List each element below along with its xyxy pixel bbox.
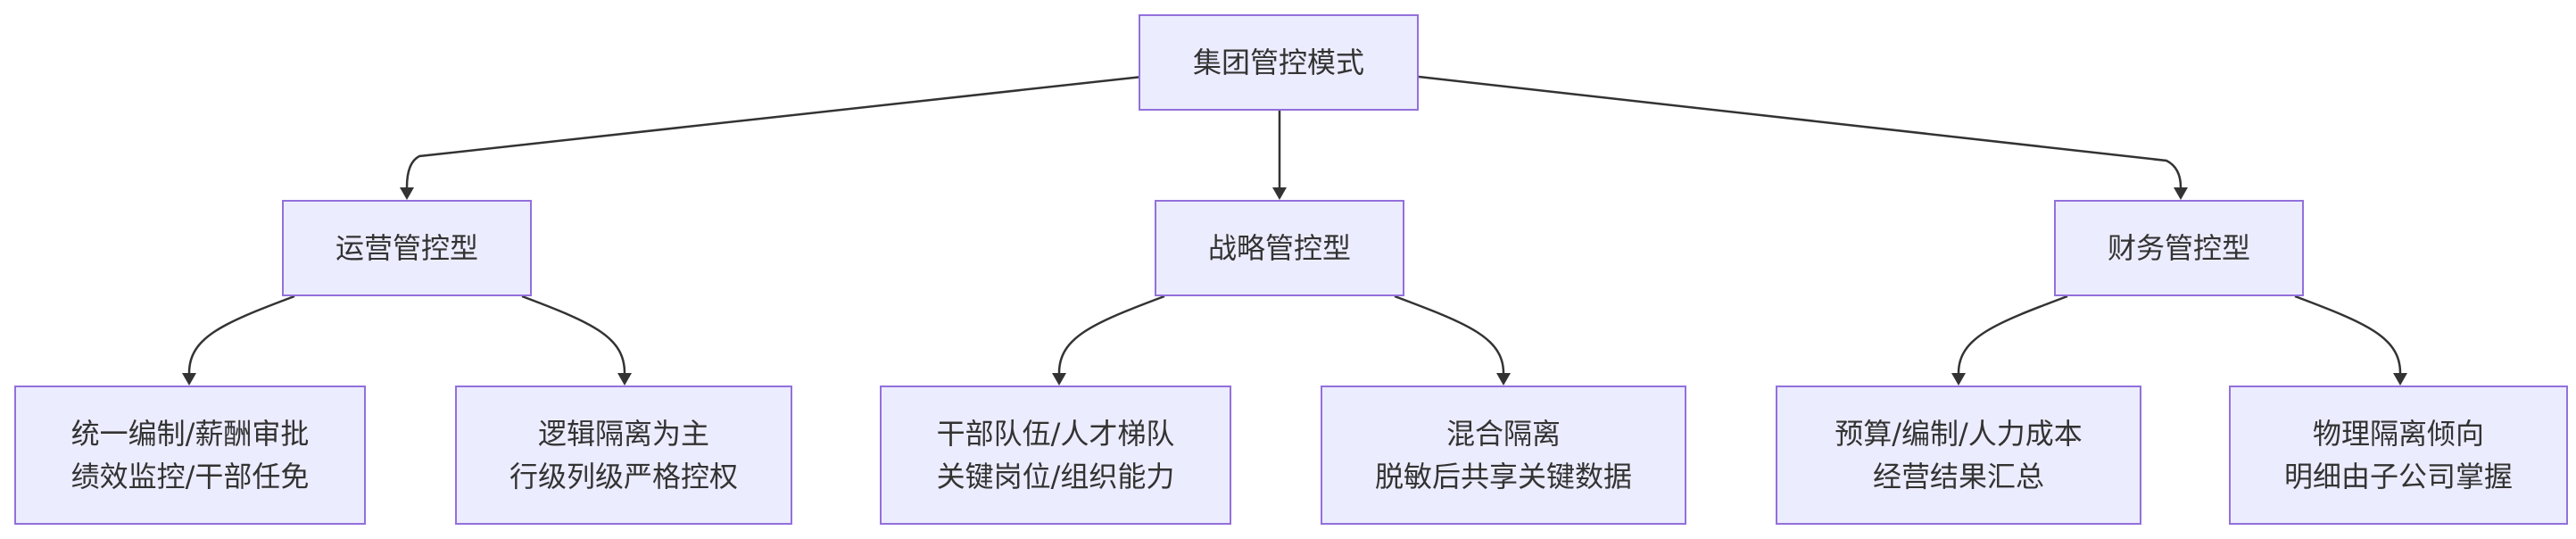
arrowhead-detail-4	[1496, 373, 1511, 386]
edge-operational-to-detail-2	[521, 294, 626, 374]
edge-root-to-financial	[1418, 75, 2183, 188]
node-financial-control-label: 财务管控型	[2107, 231, 2250, 265]
node-detail-3: 干部队伍/人才梯队 关键岗位/组织能力	[880, 386, 1231, 525]
node-detail-6: 物理隔离倾向 明细由子公司掌握	[2229, 386, 2568, 525]
arrowhead-detail-1	[182, 373, 196, 386]
arrowhead-detail-6	[2393, 373, 2407, 386]
node-strategic-control-label: 战略管控型	[1207, 231, 1351, 265]
arrowhead-detail-5	[1951, 373, 1966, 386]
edge-root-to-operational	[405, 75, 1143, 188]
node-detail-5-line-2: 经营结果汇总	[1872, 460, 2044, 493]
node-operational-control-label: 运营管控型	[335, 231, 478, 265]
node-detail-4-line-2: 脱敏后共享关键数据	[1374, 460, 1632, 493]
node-detail-2-line-2: 行级列级严格控权	[509, 460, 738, 493]
node-detail-4-line-1: 混合隔离	[1445, 417, 1561, 451]
arrowhead-detail-3	[1052, 373, 1066, 386]
node-detail-3-line-1: 干部队伍/人才梯队	[936, 417, 1175, 451]
node-strategic-control: 战略管控型	[1155, 200, 1404, 296]
node-detail-2-line-1: 逻辑隔离为主	[537, 417, 709, 451]
node-root: 集团管控模式	[1139, 14, 1419, 111]
edge-financial-to-detail-5	[1957, 294, 2068, 374]
arrowhead-financial	[2174, 187, 2188, 200]
node-root-label: 集团管控模式	[1192, 46, 1364, 79]
node-detail-1-line-2: 绩效监控/干部任免	[70, 460, 310, 493]
edge-operational-to-detail-1	[187, 294, 295, 374]
node-detail-2: 逻辑隔离为主 行级列级严格控权	[455, 386, 792, 525]
arrowhead-operational	[400, 187, 414, 200]
node-detail-4: 混合隔离 脱敏后共享关键数据	[1321, 386, 1686, 525]
node-detail-3-line-2: 关键岗位/组织能力	[936, 460, 1175, 493]
node-detail-6-line-1: 物理隔离倾向	[2312, 417, 2484, 451]
edge-financial-to-detail-6	[2294, 294, 2402, 374]
node-financial-control: 财务管控型	[2054, 200, 2304, 296]
arrowhead-detail-2	[617, 373, 632, 386]
node-detail-5-line-1: 预算/编制/人力成本	[1835, 417, 2083, 451]
node-detail-1: 统一编制/薪酬审批 绩效监控/干部任免	[14, 386, 366, 525]
edge-strategic-to-detail-3	[1057, 294, 1165, 374]
edge-strategic-to-detail-4	[1394, 294, 1505, 374]
node-detail-5: 预算/编制/人力成本 经营结果汇总	[1776, 386, 2141, 525]
node-detail-6-line-2: 明细由子公司掌握	[2283, 460, 2513, 493]
arrowhead-strategic	[1272, 187, 1287, 200]
node-operational-control: 运营管控型	[282, 200, 532, 296]
node-detail-1-line-1: 统一编制/薪酬审批	[70, 417, 310, 451]
